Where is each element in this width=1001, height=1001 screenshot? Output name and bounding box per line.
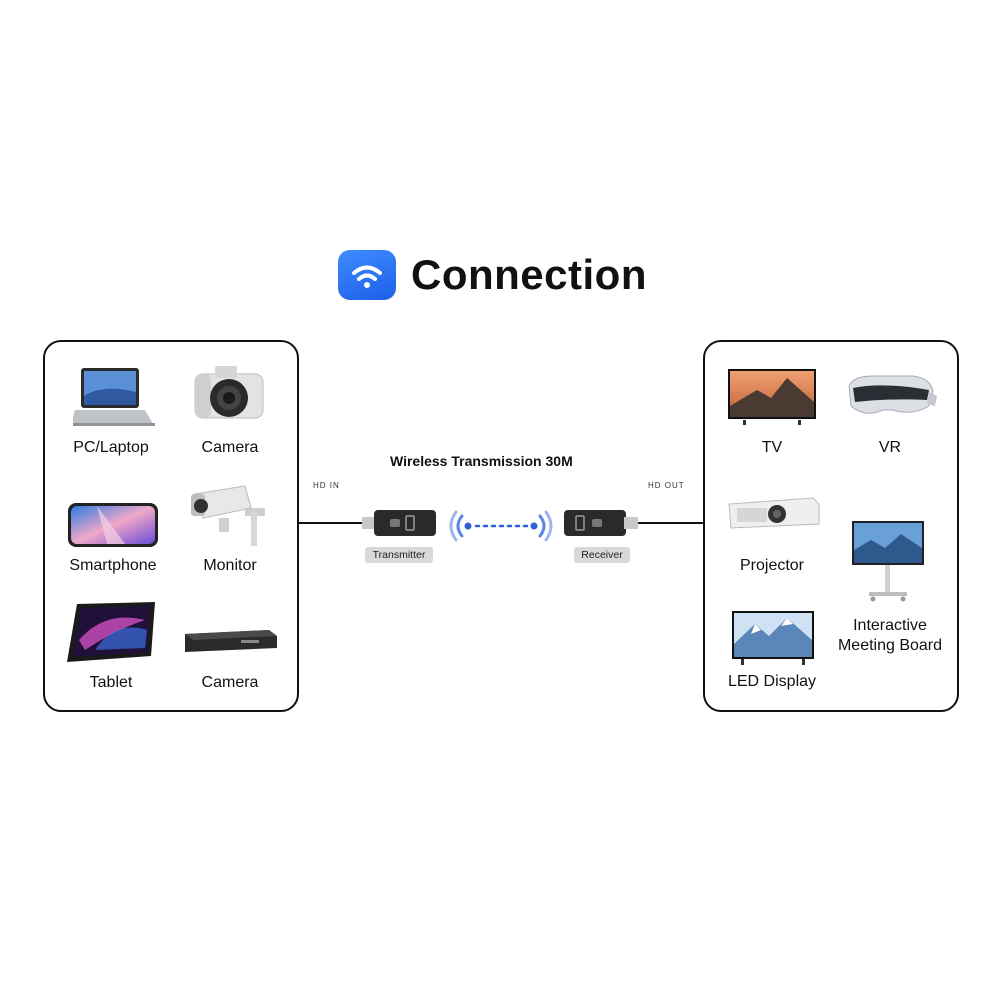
receiver-label: Receiver bbox=[574, 547, 630, 563]
title-group: Connection bbox=[338, 247, 678, 303]
smartphone-icon bbox=[68, 503, 158, 547]
device-label-meeting-board-line2: Meeting Board bbox=[837, 637, 943, 654]
device-label-camera-2: Camera bbox=[201, 674, 259, 691]
device-label-led-display: LED Display bbox=[727, 673, 817, 690]
device-label-smartphone: Smartphone bbox=[69, 557, 157, 574]
transmitter-device bbox=[362, 510, 436, 536]
vr-headset-icon bbox=[848, 375, 937, 414]
wifi-icon bbox=[338, 250, 396, 300]
device-label-monitor: Monitor bbox=[203, 557, 257, 574]
device-label-camera: Camera bbox=[201, 439, 259, 456]
receiver-device bbox=[564, 510, 638, 536]
device-label-tablet: Tablet bbox=[89, 674, 133, 691]
security-camera-icon bbox=[191, 485, 265, 546]
meeting-board-icon bbox=[852, 521, 924, 602]
transmitter-label: Transmitter bbox=[365, 547, 433, 563]
laptop-icon bbox=[73, 368, 155, 426]
hd-in-cable bbox=[299, 522, 365, 524]
tv-icon bbox=[728, 369, 816, 425]
hd-in-label: HD IN bbox=[313, 481, 340, 490]
display-devices-panel: TV VR Projector Interactive Meeting Boar… bbox=[703, 340, 959, 712]
projector-icon bbox=[728, 497, 820, 529]
page-title: Connection bbox=[411, 251, 647, 298]
device-label-tv: TV bbox=[761, 439, 783, 456]
hd-out-label: HD OUT bbox=[648, 481, 685, 490]
device-label-vr: VR bbox=[878, 439, 902, 456]
tablet-icon bbox=[67, 602, 155, 662]
set-top-box-icon bbox=[185, 630, 277, 652]
device-label-pc-laptop: PC/Laptop bbox=[73, 439, 149, 456]
camera-icon bbox=[194, 366, 264, 419]
device-label-meeting-board-line1: Interactive bbox=[853, 617, 927, 634]
source-devices-panel: PC/Laptop Camera Smartphone Monitor bbox=[43, 340, 299, 712]
link-caption: Wireless Transmission 30M bbox=[390, 453, 573, 469]
wireless-signal-icon bbox=[449, 510, 553, 542]
hd-out-cable bbox=[636, 522, 703, 524]
led-display-icon bbox=[732, 611, 814, 665]
device-label-projector: Projector bbox=[739, 557, 805, 574]
